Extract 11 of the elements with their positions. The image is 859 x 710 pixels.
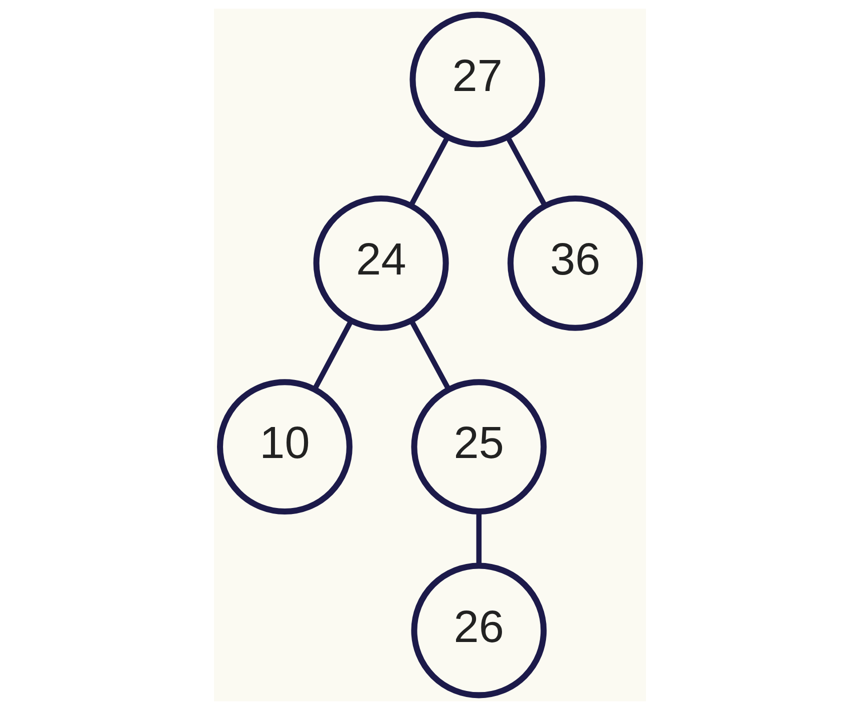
connector <box>476 512 482 566</box>
node-circle: 25 <box>410 379 546 515</box>
connector <box>408 136 450 207</box>
connector <box>312 320 353 390</box>
node-circle: 36 <box>507 195 642 331</box>
connector <box>408 320 450 390</box>
node-circle: 27 <box>409 12 545 148</box>
node-circle: 26 <box>410 562 546 698</box>
node-circle: 10 <box>216 379 352 515</box>
node-circle: 24 <box>312 195 448 331</box>
connector <box>505 136 547 207</box>
